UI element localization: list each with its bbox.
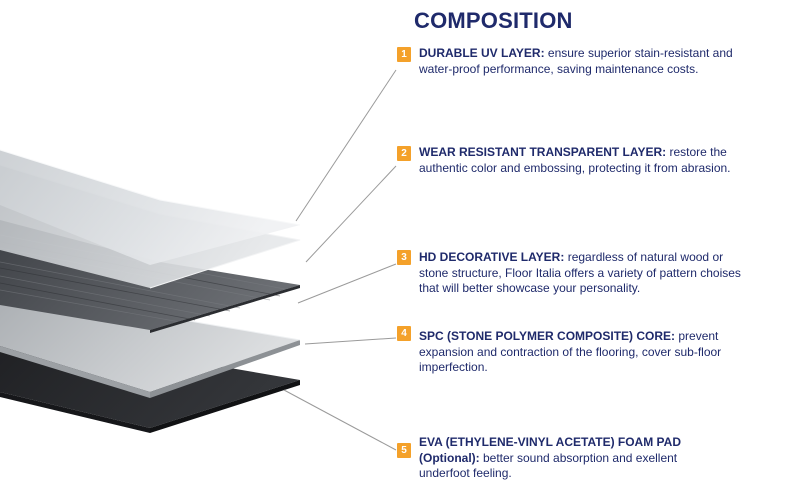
layer-5-number-badge: 5 bbox=[397, 443, 411, 458]
leader-line-3 bbox=[297, 263, 397, 304]
layer-4-label: SPC (STONE POLYMER COMPOSITE) CORE: bbox=[419, 329, 676, 343]
layer-4-description: SPC (STONE POLYMER COMPOSITE) CORE: prev… bbox=[419, 329, 749, 376]
layer-3-number-badge: 3 bbox=[397, 250, 411, 265]
diagram-title: COMPOSITION bbox=[414, 8, 573, 33]
uv-layer bbox=[0, 149, 301, 265]
leader-line-5 bbox=[283, 389, 397, 451]
layer-4-number-badge: 4 bbox=[397, 326, 411, 341]
layer-4-text: prevent expansion and contraction of the… bbox=[419, 329, 722, 374]
layer-3-description: HD DECORATIVE LAYER: regardless of natur… bbox=[419, 250, 749, 297]
layer-1-number-badge: 1 bbox=[397, 47, 411, 62]
layer-3-label: HD DECORATIVE LAYER: bbox=[419, 250, 565, 264]
layer-1-text: ensure superior stain-resistant and wate… bbox=[419, 46, 733, 76]
layer-2-label: WEAR RESISTANT TRANSPARENT LAYER: bbox=[419, 145, 667, 159]
leader-line-1 bbox=[295, 69, 397, 222]
layer-2-number-badge: 2 bbox=[397, 146, 411, 161]
layer-5-description: EVA (ETHYLENE-VINYL ACETATE) FOAM PAD (O… bbox=[419, 435, 729, 482]
layer-5-text: better sound absorption and exellent und… bbox=[419, 450, 678, 481]
layer-2-text: restore the authentic color and embossin… bbox=[419, 145, 731, 175]
leader-line-2 bbox=[305, 165, 397, 263]
leader-line-4 bbox=[304, 337, 397, 345]
layer-2-description: WEAR RESISTANT TRANSPARENT LAYER: restor… bbox=[419, 145, 749, 176]
layer-3-text: regardless of natural wood or stone stru… bbox=[419, 250, 741, 295]
layer-1-label: DURABLE UV LAYER: bbox=[419, 46, 545, 60]
layer-5-label: EVA (ETHYLENE-VINYL ACETATE) FOAM PAD (O… bbox=[419, 435, 682, 465]
layer-1-description: DURABLE UV LAYER: ensure superior stain-… bbox=[419, 46, 749, 77]
